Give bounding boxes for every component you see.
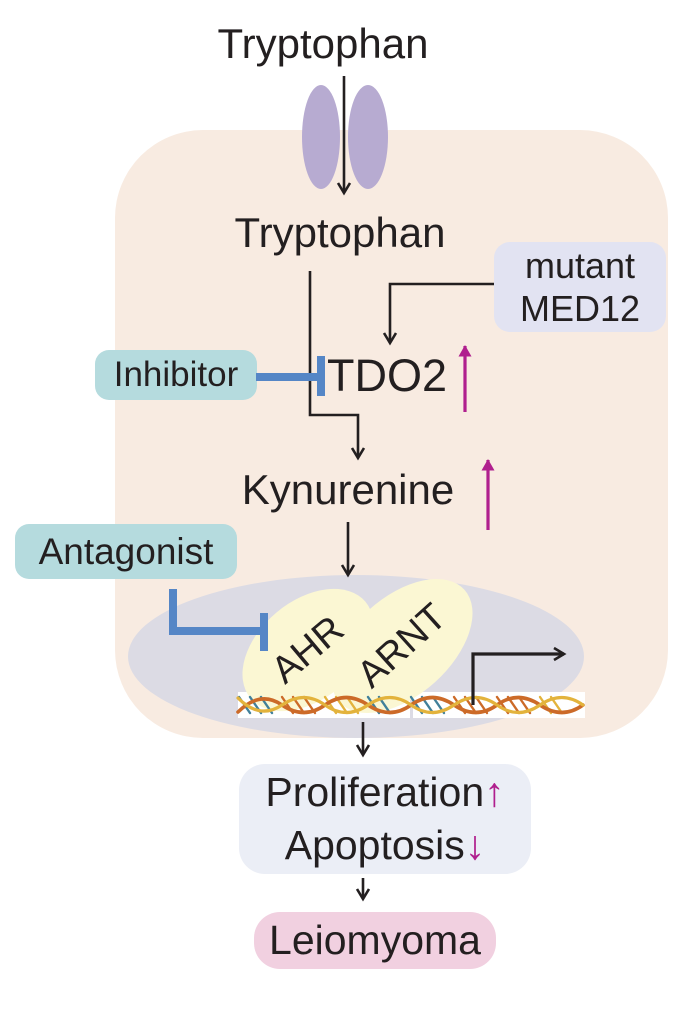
mutant-med12-box: mutant MED12	[494, 242, 666, 332]
tdo2-label: TDO2	[327, 350, 448, 401]
inhibitor-box: Inhibitor	[95, 350, 257, 400]
apoptosis-down-arrow: ↓	[464, 822, 486, 868]
antagonist-label: Antagonist	[38, 530, 214, 572]
apoptosis-line: Apoptosis↓	[239, 819, 531, 872]
tryptophan-intracellular-label: Tryptophan	[234, 209, 446, 256]
antagonist-box: Antagonist	[15, 524, 237, 579]
proliferation-label: Proliferation	[265, 769, 485, 815]
tryptophan-extracellular-label: Tryptophan	[217, 20, 429, 67]
apoptosis-label: Apoptosis	[284, 822, 465, 868]
kynurenine-label: Kynurenine	[241, 466, 455, 513]
outcome-box: Proliferation↑ Apoptosis↓	[239, 764, 531, 874]
dna-strip-right	[413, 692, 585, 718]
mutant-med12-line1: mutant	[524, 245, 636, 286]
leiomyoma-box: Leiomyoma	[254, 912, 496, 969]
proliferation-line: Proliferation↑	[239, 766, 531, 819]
leiomyoma-label: Leiomyoma	[269, 917, 481, 963]
inhibitor-label: Inhibitor	[113, 355, 239, 394]
mutant-med12-line2: MED12	[519, 288, 641, 329]
proliferation-up-arrow: ↑	[484, 769, 505, 815]
